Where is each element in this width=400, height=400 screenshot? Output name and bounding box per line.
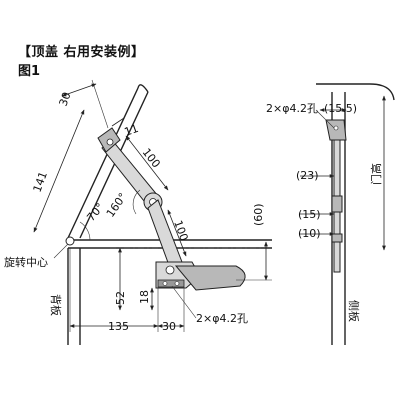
mounting-plate xyxy=(157,279,185,288)
dim-60: (60) xyxy=(252,203,265,226)
hole-icon-1 xyxy=(162,281,168,286)
door-hole-icon-1 xyxy=(333,125,339,131)
dim-line-100-upper xyxy=(125,135,169,191)
door-height-label: 门高 xyxy=(369,163,383,185)
dim-line-100-lower xyxy=(167,209,187,257)
angle-arc-160 xyxy=(132,189,141,215)
base-pivot-icon xyxy=(165,265,175,275)
dim-30-top: 30 xyxy=(57,90,74,108)
spring-arm xyxy=(174,265,246,291)
pivot-icon xyxy=(65,236,75,246)
angle-160: 160° xyxy=(104,191,130,220)
ext-line-30 xyxy=(91,79,109,129)
side-base xyxy=(331,233,343,243)
left-view: 30 141 11 100 100 70° 160° (60) 52 18 xyxy=(4,79,272,345)
lid-panel-outer xyxy=(79,91,149,239)
dim-18: 18 xyxy=(138,290,151,304)
dim-15: (15) xyxy=(298,208,321,221)
side-panel-label: 侧板 xyxy=(347,300,361,322)
dim-10: (10) xyxy=(298,227,321,240)
dim-30-bottom: 30 xyxy=(162,320,176,333)
pivot-center-label: 旋转中心 xyxy=(4,255,48,269)
dim-52: 52 xyxy=(114,291,127,305)
bracket-screw-icon xyxy=(106,138,114,146)
dim-15-5: (15.5) xyxy=(324,102,357,115)
dim-100-upper: 100 xyxy=(140,146,163,171)
dim-line-11 xyxy=(111,117,125,127)
figure-label: 图1 xyxy=(18,64,41,79)
back-panel-label: 背板 xyxy=(49,294,63,316)
angle-arc-70 xyxy=(79,221,91,241)
dim-141: 141 xyxy=(31,170,50,194)
side-joint xyxy=(331,195,343,213)
pivot-leader xyxy=(53,243,69,259)
dim-line-141 xyxy=(33,109,85,233)
hole-icon-2 xyxy=(174,281,180,286)
dim-100-lower: 100 xyxy=(171,219,190,243)
door-top xyxy=(316,83,395,101)
side-arm-upper xyxy=(333,139,341,199)
hole-spec-left: 2×φ4.2孔 xyxy=(196,312,248,325)
hole-spec-right: 2×φ4.2孔 xyxy=(266,102,318,115)
hole-leader-left xyxy=(171,285,197,319)
hole-leader-right xyxy=(315,109,335,129)
dim-line-30-top xyxy=(61,83,97,97)
dim-11: 11 xyxy=(123,122,141,139)
dim-135: 135 xyxy=(108,320,129,333)
dim-23: (23) xyxy=(296,169,319,182)
lid-panel-top xyxy=(137,84,149,93)
right-view: 门高 (15.5) 2×φ4.2孔 (23) (15) (10) 侧板 xyxy=(266,83,395,345)
diagram-title: 【顶盖 右用安装例】 xyxy=(18,45,145,60)
